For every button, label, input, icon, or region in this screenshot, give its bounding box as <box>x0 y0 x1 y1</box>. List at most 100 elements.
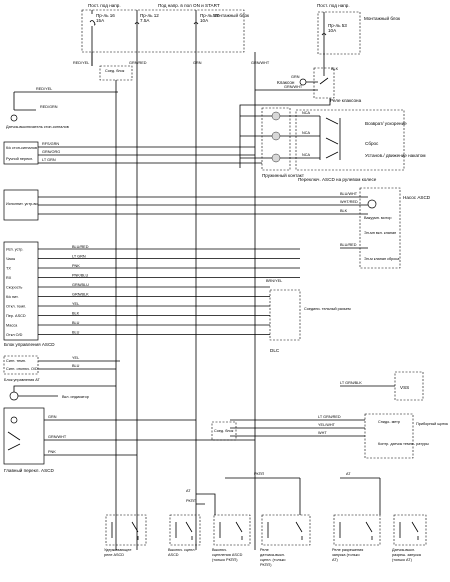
pump-wires <box>340 196 368 249</box>
fuse-53-name: Пр-ль 53 <box>328 23 347 28</box>
actuator-wires <box>38 196 340 215</box>
dlc-label: DLC <box>270 348 280 353</box>
relay-contact <box>267 521 303 540</box>
ecu-pin-wire-label: BLU/RED <box>72 245 89 249</box>
ecu-pin-label: Часы <box>6 257 16 261</box>
joint-block-top <box>99 65 133 81</box>
wire-label-lt-grn-red: LT GRN/RED <box>318 415 341 419</box>
ascd-pump-label: Насос ASCD <box>403 195 431 200</box>
wire-label-yel-at: YEL <box>72 356 79 360</box>
relay-label-line: Реле <box>260 548 269 552</box>
brake-switch-label: Датчик-выключатель стоп-сигналов <box>6 125 69 129</box>
wire-label-blk-horn: BLK <box>331 67 339 71</box>
ecu-pin-wire-label: PNK/BLU <box>72 274 89 278</box>
spiral-contact-3 <box>271 153 281 163</box>
indicator-lamp-icon <box>9 391 19 401</box>
relay-contact <box>399 521 419 540</box>
indicator-label: Вкл. индикатор <box>62 395 89 399</box>
horn-label: Клаксон <box>277 80 295 85</box>
relay-label-line: Выключ. сцепл. <box>168 548 196 552</box>
fuse-block-right-outline <box>317 11 361 55</box>
fuse-block: Пост. под напр. Под напр. в пол ON и STA… <box>81 3 401 72</box>
ecu-top-box <box>3 141 39 165</box>
ascd-ecu-box <box>3 241 39 341</box>
horn-section: Клаксон Реле клаксона GRN GRN/WHT BLK <box>239 67 362 168</box>
ecu-pin-label: RX <box>6 276 12 280</box>
fuse-16-name: Пр-ль 16 <box>96 13 115 18</box>
cancel-label: Сброс <box>365 141 379 146</box>
release-valve-label: Эл-м клапан сброса <box>364 257 400 261</box>
relay-box <box>393 514 427 546</box>
ecu-pin-label: Откл. темп. <box>6 305 26 309</box>
horn-relay-label: Реле клаксона <box>330 98 362 103</box>
brake-switch-wire <box>13 91 118 111</box>
nca-label-1: NCA <box>302 111 310 115</box>
relay-contact <box>339 521 373 540</box>
relay-contact <box>111 521 139 540</box>
air-valve-label: Эл-мн вкл. клапан <box>364 231 396 235</box>
main-vertical-wires <box>91 52 256 550</box>
ecu-top-wires <box>38 146 262 164</box>
vacuum-motor-icon <box>367 199 377 209</box>
fuse-17-rating: 10A <box>200 18 209 23</box>
od-signal-label: Сигн. отключ. O/D <box>6 367 38 371</box>
left-column: RED/YEL RED/GRN Датчик-выключатель стоп-… <box>3 87 358 473</box>
relay-box <box>213 514 251 546</box>
ecu-pin-label: ТХ <box>6 267 11 271</box>
fuse-12-symbol <box>134 10 140 52</box>
joint-block-label: Соед. блок <box>105 69 125 73</box>
ecu-pin-wire-label: YEL <box>72 302 79 306</box>
connector-label: Соедини- тельный разъем <box>304 307 351 311</box>
ecu-pin-wire-label: BLK <box>72 312 80 316</box>
spiral-contact-1 <box>271 111 281 121</box>
manual-switch-label: Ручной перекл. <box>6 157 33 161</box>
ascd-ecu-label: Блок управления ASCD <box>4 342 55 347</box>
wire-label-blk-act: BLK <box>340 209 348 213</box>
indicator-wires <box>13 385 116 397</box>
ecu-pin-label: К/к пит. <box>6 295 19 299</box>
vacuum-motor-label: Вакуумн. мотор <box>364 216 391 220</box>
wire-label-red-grn: RED/GRN <box>40 105 58 109</box>
instrument-cluster-label: Приборный щиток <box>416 422 448 426</box>
at-label-2: AT <box>186 489 191 493</box>
at-label-1: AT <box>346 472 351 476</box>
steering-switch-contacts <box>240 115 341 160</box>
relay-label-line: сцепления ASCD <box>212 553 243 557</box>
fuse-53-rating: 10A <box>328 28 337 33</box>
ecu-pin-wire-label: GRN/BLK <box>72 293 89 297</box>
vss-label: VSS <box>400 385 409 390</box>
wire-label-grn-red: GRN/RED <box>129 61 147 65</box>
wire-label-grn-wht-top: GRN/WHT <box>251 61 270 65</box>
const-power-right-label: Пост. под напр. <box>317 3 350 8</box>
wire-label-brn-yel: BRN/YEL <box>266 279 282 283</box>
relay-box <box>261 514 311 546</box>
wire-label-yel-wht: YEL/WHT <box>318 423 336 427</box>
relay-label-line: ASCD <box>168 553 179 557</box>
ascd-pump-box <box>359 187 401 269</box>
relay-box <box>169 514 201 546</box>
steering-switch-label: Переключ. ASCD на рулевом колесе <box>298 177 377 182</box>
main-switch-lamp-icon <box>10 416 18 424</box>
fuse-53-symbol <box>321 12 327 72</box>
horn-wiring <box>239 72 331 168</box>
ecu-pin-label: Масса <box>6 324 18 328</box>
ecu-pin-wire-label: LT GRN <box>72 255 86 259</box>
nca-label-3: NCA <box>302 153 310 157</box>
fuse-12-rating: 7.5A <box>140 18 150 23</box>
wire-label-ltgrn: LT GRN <box>42 158 56 162</box>
joint-block-2-label: Соед. блок <box>214 429 234 433</box>
fuse-block-label: Монтажный блок <box>213 12 250 18</box>
ecu-pin-label: Пер. ASCD <box>6 314 26 318</box>
const-power-label: Пост. под напр. <box>88 3 121 8</box>
speedometer-label: Спидо- метр <box>378 420 400 424</box>
relay-label-line: АТ) <box>332 558 339 562</box>
ecu-pin-wire-label: BLU <box>72 321 80 325</box>
relay-label-line: Реле разрешения <box>332 548 363 552</box>
wire-label-lt-grn-blk: LT GRN/BLK <box>340 381 362 385</box>
horn-relay-box <box>313 67 335 99</box>
wire-label-rb-yel: RED/YEL <box>73 61 89 65</box>
steering-switch: Пружинный контакт NCA NCA NCA Возврат/ у… <box>240 107 426 182</box>
relay-label-line: (только РКПП) <box>212 558 238 562</box>
relay-label-line: (только АТ) <box>392 558 413 562</box>
